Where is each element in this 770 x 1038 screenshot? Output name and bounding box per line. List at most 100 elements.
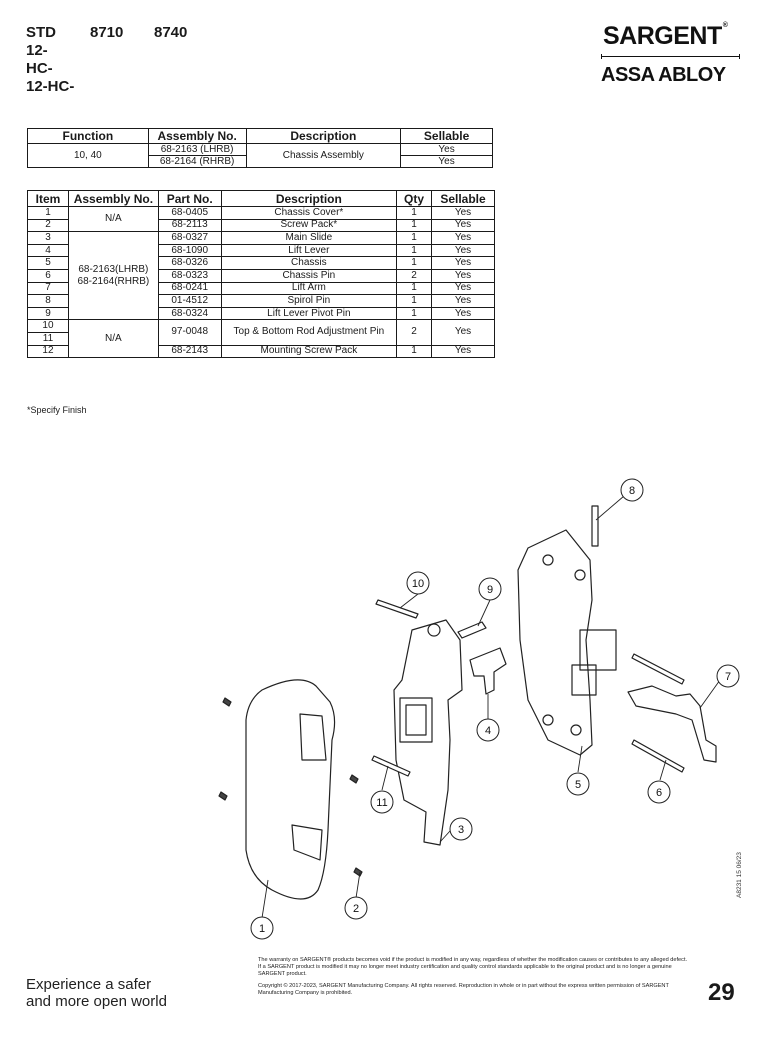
part-sellable: Yes [431, 319, 495, 346]
model-12: 12- [26, 42, 48, 59]
part-description: Mounting Screw Pack [220, 344, 398, 359]
trademark-mark: ® [722, 22, 728, 29]
table-row: 12 68-2143 Mounting Screw Pack 1 Yes [27, 344, 495, 359]
main-slide [393, 619, 463, 846]
part-qty: 2 [396, 319, 433, 346]
item-number: 12 [27, 344, 69, 359]
warranty-text: The warranty on SARGENT® products become… [258, 957, 688, 977]
part-description: Lift Lever [220, 243, 398, 258]
callouts: 1 2 3 4 5 6 7 8 9 10 11 [250, 478, 740, 940]
callout-4: 4 [485, 725, 491, 737]
part-description: Top & Bottom Rod Adjustment Pin [220, 319, 398, 346]
lift-arm [627, 685, 717, 763]
table-row: 10 N/A 97-0048 Top & Bottom Rod Adjustme… [27, 319, 495, 359]
col-assembly-no: Assembly No. [67, 190, 159, 207]
sargent-logo: SARGENT® [603, 22, 728, 51]
model-hc: HC- [26, 60, 53, 77]
callout-10: 10 [412, 578, 424, 590]
part-number: 68-0324 [157, 306, 222, 321]
assembly-group: 68-2163(LHRB) 68-2164(RHRB) [67, 231, 159, 321]
assembly-description: Chassis Assembly [245, 143, 402, 168]
table-row: 10, 40 68-2163 (LHRB) Chassis Assembly Y… [27, 143, 493, 168]
item-number: 3 [27, 231, 69, 245]
assembly-na: N/A [67, 205, 159, 233]
callout-6: 6 [656, 787, 662, 799]
model-8740: 8740 [154, 24, 188, 41]
tagline-line-1: Experience a safer [26, 976, 152, 993]
col-item: Item [27, 190, 69, 207]
part-number: 68-0327 [157, 231, 222, 245]
part-qty: 1 [396, 344, 433, 359]
table-row: 8 01-4512 Spirol Pin 1 Yes [27, 294, 495, 308]
callout-8: 8 [629, 485, 635, 497]
part-qty: 1 [396, 256, 433, 270]
page-number: 29 [708, 979, 735, 1006]
model-codes: STD 8710 8740 12- HC- 12-HC- [26, 24, 187, 96]
item-number: 8 [27, 294, 69, 308]
table-row: 2 68-2113 Screw Pack* 1 Yes [27, 218, 495, 233]
logo-rule-tick-right [739, 54, 740, 59]
copyright-text: Copyright © 2017-2023, SARGENT Manufactu… [258, 983, 669, 996]
callout-7: 7 [725, 671, 731, 683]
callout-9: 9 [487, 584, 493, 596]
sargent-logo-text: SARGENT [603, 22, 722, 50]
rod-adjustment-pin [375, 599, 419, 619]
item-number: 4 [27, 243, 69, 258]
function-table: Function Assembly No. Description Sellab… [27, 128, 493, 168]
table-row: 1 N/A 68-0405 Chassis Cover* 1 Yes [27, 205, 495, 233]
exploded-diagram: 1 2 3 4 5 6 7 8 9 10 11 [218, 478, 740, 940]
col-sellable: Sellable [400, 128, 493, 144]
callout-5: 5 [575, 779, 581, 791]
part-number: 68-0323 [157, 268, 222, 283]
assa-abloy-logo: ASSA ABLOY [601, 64, 726, 86]
part-sellable: Yes [431, 206, 495, 220]
part-sellable: Yes [431, 243, 495, 258]
chassis-pin [631, 653, 685, 685]
item-number: 9 [27, 306, 69, 321]
part-number: 97-0048 [157, 319, 222, 346]
tagline: Experience a safer and more open world [26, 976, 167, 1010]
part-number: 68-2113 [157, 218, 222, 233]
part-number: 68-0405 [157, 206, 222, 220]
part-number: 68-1090 [157, 243, 222, 258]
col-part-no: Part No. [157, 190, 222, 207]
part-description: Chassis Cover* [220, 206, 398, 220]
table-row: 4 68-1090 Lift Lever 1 Yes [27, 243, 495, 258]
part-number: 68-2143 [157, 344, 222, 359]
chassis [517, 529, 593, 756]
part-description: Lift Lever Pivot Pin [220, 306, 398, 321]
item-number: 6 [27, 268, 69, 283]
part-qty: 2 [396, 268, 433, 283]
part-sellable: Yes [431, 256, 495, 270]
model-8710: 8710 [90, 24, 124, 41]
chassis-pin [631, 739, 685, 773]
function-value: 10, 40 [27, 143, 149, 168]
model-std: STD [26, 24, 56, 41]
model-12-hc: 12-HC- [26, 78, 75, 95]
item-number: 7 [27, 281, 69, 296]
col-sellable: Sellable [431, 190, 495, 207]
screw [353, 867, 363, 877]
part-qty: 1 [396, 281, 433, 296]
col-description: Description [245, 128, 402, 144]
screw [218, 791, 228, 801]
assembly-lhrb: 68-2163 (LHRB) [147, 143, 247, 156]
screw [222, 697, 232, 707]
part-qty: 1 [396, 294, 433, 308]
logo-rule-tick-left [601, 54, 602, 59]
assembly-na: N/A [67, 319, 159, 359]
part-sellable: Yes [431, 306, 495, 321]
tagline-line-2: and more open world [26, 993, 167, 1010]
assembly-rhrb: 68-2164 (RHRB) [147, 155, 247, 168]
part-description: Spirol Pin [220, 294, 398, 308]
sellable-rhrb: Yes [400, 155, 493, 168]
callout-3: 3 [458, 824, 464, 836]
table-row: 68-2164 (RHRB) Yes [28, 155, 493, 168]
callout-2: 2 [353, 903, 359, 915]
part-sellable: Yes [431, 231, 495, 245]
part-sellable: Yes [431, 294, 495, 308]
part-sellable: Yes [431, 268, 495, 283]
model-row-1: STD 8710 8740 [26, 24, 187, 42]
lift-lever-pivot-pin [457, 621, 487, 639]
part-description: Main Slide [220, 231, 398, 245]
